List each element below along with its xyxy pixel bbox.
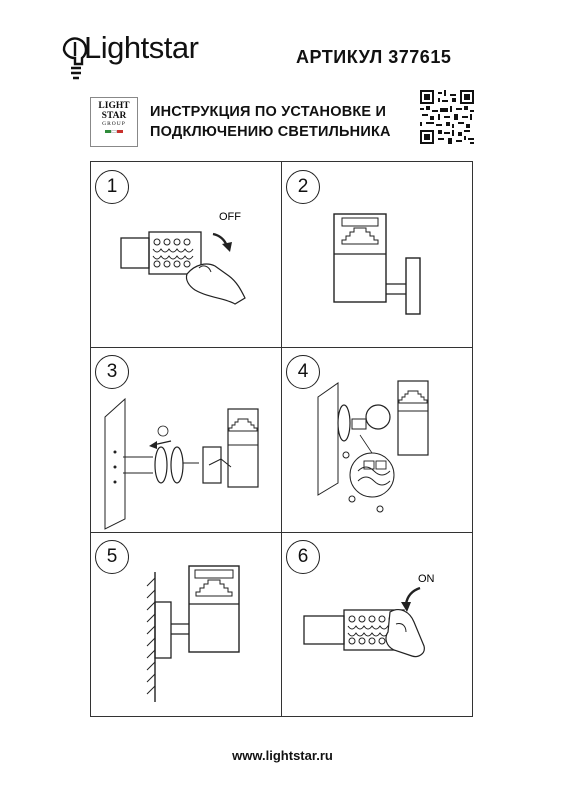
step-number: 6 [286,540,320,574]
mounting-plate-icon [104,397,259,530]
step-2-panel: 2 [282,162,473,347]
power-on-terminal-icon: ON [303,573,435,658]
grid-divider [91,347,472,348]
lightstar-logo-icon [62,37,88,80]
grid-divider [281,162,282,716]
step-number: 2 [286,170,320,204]
installation-steps-grid: 1 OFF 2 [90,161,473,717]
italian-flag-icon [91,129,137,133]
step-6-label: ON [418,573,435,585]
article-number: АРТИКУЛ 377615 [296,47,452,67]
light-star-group-logo: LIGHT STAR GROUP [90,97,138,147]
power-off-terminal-icon: OFF [120,211,246,305]
wiring-icon [317,380,429,513]
grid-divider [91,532,472,533]
website-link[interactable]: www.lightstar.ru [232,748,333,763]
logo-line-3: GROUP [102,121,126,127]
step-6-panel: 6 ON [282,532,473,717]
title-line-1: ИНСТРУКЦИЯ ПО УСТАНОВКЕ И [150,104,387,120]
title-line-2: ПОДКЛЮЧЕНИЮ СВЕТИЛЬНИКА [150,124,391,140]
step-number: 5 [95,540,129,574]
instructions-title: ИНСТРУКЦИЯ ПО УСТАНОВКЕ И ПОДКЛЮЧЕНИЮ СВ… [150,102,391,142]
step-1-panel: 1 OFF [91,162,282,347]
step-3-panel: 3 [91,347,282,532]
logo-line-2: STAR [101,110,127,121]
step-1-label: OFF [219,211,241,223]
wall-lamp-icon [333,213,421,315]
mounted-lamp-icon [146,565,240,702]
logo-line-1: LIGHT [98,101,130,111]
brand-name: Lightstar [84,30,199,65]
step-number: 4 [286,355,320,389]
step-4-panel: 4 [282,347,473,532]
step-5-panel: 5 [91,532,282,717]
qr-code-icon [420,90,474,144]
step-number: 3 [95,355,129,389]
step-number: 1 [95,170,129,204]
